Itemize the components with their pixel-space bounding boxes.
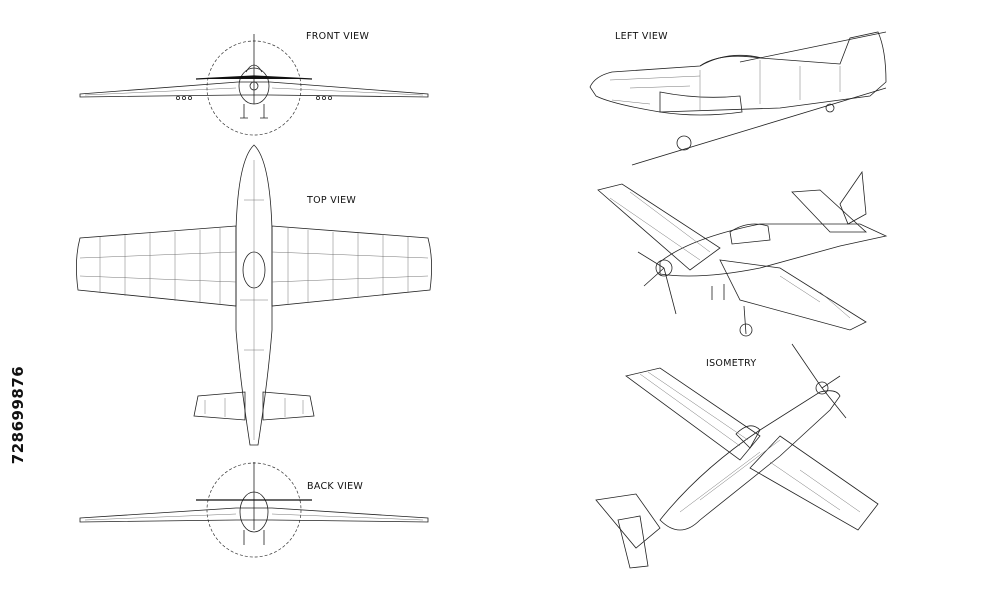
iso-tailplane xyxy=(595,493,661,549)
front-propeller xyxy=(195,75,313,80)
iso-spinner xyxy=(815,381,829,395)
top-view-label: TOP VIEW xyxy=(307,195,357,206)
threeq-canopy xyxy=(729,223,771,245)
threeq-landing-gear xyxy=(711,284,747,335)
side-antenna-line xyxy=(739,31,887,63)
front-gun-ports xyxy=(175,96,332,101)
back-landing-gear xyxy=(243,530,265,545)
top-fuselage xyxy=(235,144,273,446)
threeq-propeller xyxy=(637,251,677,315)
left-view-label: LEFT VIEW xyxy=(615,31,668,42)
threeq-fin xyxy=(839,170,867,225)
threeq-fuselage xyxy=(659,223,888,277)
iso-fin xyxy=(617,515,649,569)
side-radiator-scoop xyxy=(659,91,743,116)
front-landing-gear xyxy=(240,104,268,119)
isometry-label: ISOMETRY xyxy=(706,358,757,369)
threeq-right-wing xyxy=(719,259,867,331)
side-canopy xyxy=(699,54,763,67)
front-wing xyxy=(79,81,429,98)
iso-propeller xyxy=(791,343,847,419)
side-ground-line xyxy=(631,87,887,166)
back-view-label: BACK VIEW xyxy=(307,481,364,492)
side-tail-wheel xyxy=(825,103,835,113)
threeq-left-wing xyxy=(597,183,721,271)
threeq-wheel xyxy=(739,323,753,337)
iso-wing-lower xyxy=(749,435,879,531)
back-wing xyxy=(79,507,429,523)
top-tailplane xyxy=(193,391,315,421)
side-fuselage xyxy=(589,31,887,113)
iso-canopy xyxy=(735,425,761,449)
iso-fuselage xyxy=(659,390,841,531)
front-view-label: FRONT VIEW xyxy=(306,31,370,42)
top-left-wing xyxy=(76,225,237,307)
threeq-tailplane xyxy=(791,189,868,233)
iso-wing-upper xyxy=(625,367,761,461)
threeq-spinner xyxy=(655,259,673,277)
side-main-wheel xyxy=(676,135,692,151)
top-right-wing xyxy=(271,225,432,307)
